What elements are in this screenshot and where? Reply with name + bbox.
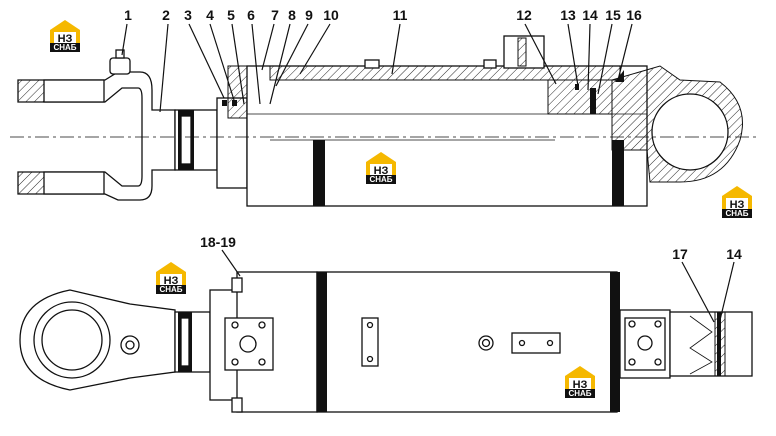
end-cap	[669, 311, 753, 377]
callout-1: 1	[124, 7, 132, 23]
barrel-band-right	[612, 140, 624, 206]
callout-17: 17	[672, 246, 688, 262]
callout-7: 7	[271, 7, 279, 23]
svg-text:СНАБ: СНАБ	[725, 209, 748, 218]
rod-clevis	[17, 49, 176, 201]
watermark-logo: НЗ СНАБ	[156, 262, 186, 294]
svg-text:НЗ: НЗ	[730, 199, 745, 211]
callout-3: 3	[184, 7, 192, 23]
callout-labels-bottom: 18-19 17 14	[200, 234, 742, 262]
svg-text:СНАБ: СНАБ	[159, 285, 182, 294]
callout-13: 13	[560, 7, 576, 23]
callout-14-bottom: 14	[726, 246, 742, 262]
svg-text:НЗ: НЗ	[374, 165, 389, 177]
callout-16: 16	[626, 7, 642, 23]
callout-12: 12	[516, 7, 532, 23]
barrel-band-left	[313, 140, 325, 206]
callout-2: 2	[162, 7, 170, 23]
watermark-logo: НЗ СНАБ	[366, 152, 396, 184]
callout-11: 11	[393, 7, 408, 23]
svg-text:СНАБ: СНАБ	[369, 175, 392, 184]
callout-14: 14	[582, 7, 598, 23]
bracket-small	[361, 317, 379, 367]
barrel-wall-section	[269, 65, 621, 81]
callout-5: 5	[227, 7, 235, 23]
callout-15: 15	[605, 7, 621, 23]
cap-eye	[611, 65, 743, 183]
rod-eye	[19, 289, 176, 391]
callout-10: 10	[323, 7, 339, 23]
callout-6: 6	[247, 7, 255, 23]
callout-18-19: 18-19	[200, 234, 236, 250]
piston-section	[547, 79, 613, 115]
bottom-view	[19, 271, 753, 413]
watermark-logo: НЗ СНАБ	[722, 186, 752, 218]
svg-text:НЗ: НЗ	[58, 33, 73, 45]
callout-9: 9	[305, 7, 313, 23]
top-view	[10, 35, 760, 207]
svg-text:НЗ: НЗ	[573, 379, 588, 391]
svg-text:СНАБ: СНАБ	[53, 43, 76, 52]
callout-8: 8	[288, 7, 296, 23]
watermark-logo: НЗ СНАБ	[565, 366, 595, 398]
head-flange	[236, 271, 318, 413]
callout-labels-top: 1 2 3 4 5 6 7 8 9 10 11 12 13 14 15 16	[124, 7, 642, 23]
callout-4: 4	[206, 7, 214, 23]
svg-text:СНАБ: СНАБ	[568, 389, 591, 398]
svg-text:НЗ: НЗ	[164, 275, 179, 287]
leader-lines	[121, 23, 735, 323]
watermark-logo: НЗ СНАБ	[50, 20, 80, 52]
